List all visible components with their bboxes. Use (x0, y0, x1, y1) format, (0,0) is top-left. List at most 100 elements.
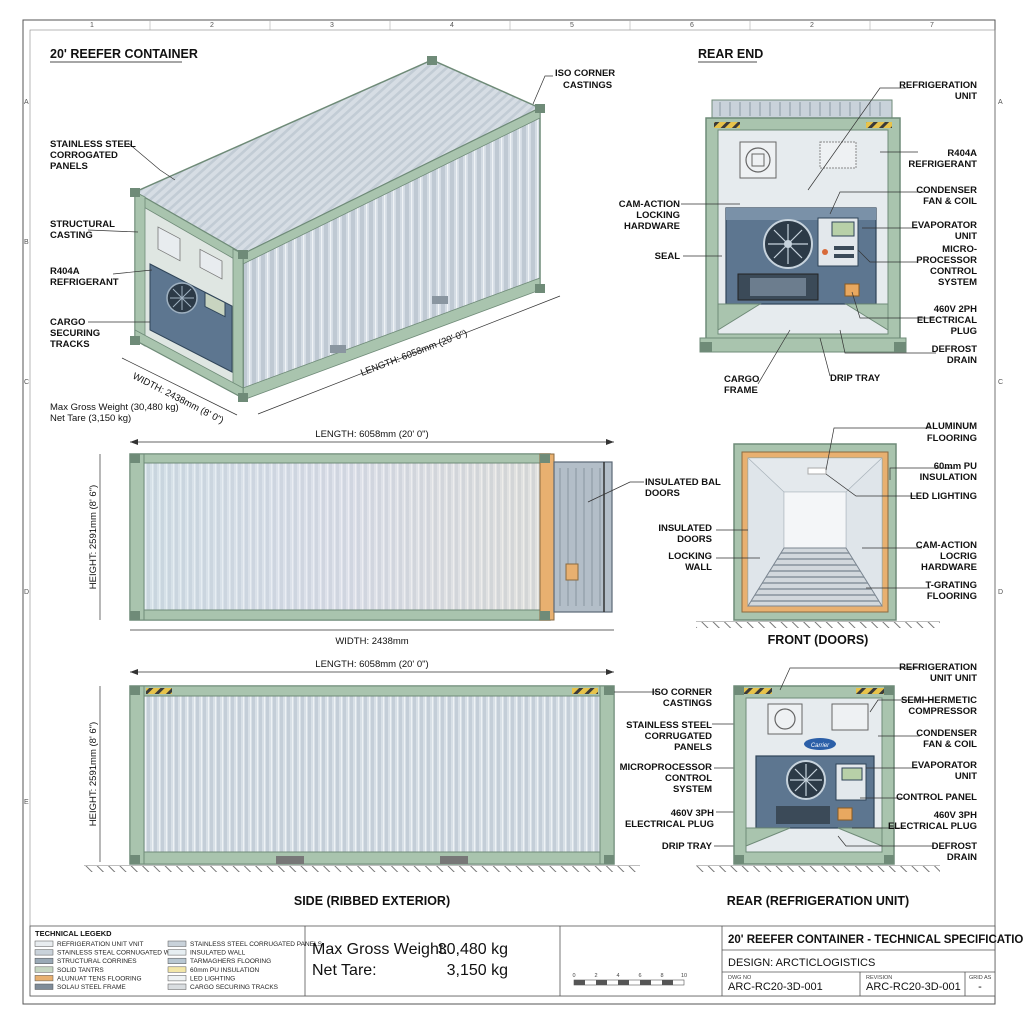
grid-letter: C (24, 379, 29, 386)
svg-text:DRAIN: DRAIN (947, 355, 977, 366)
front-label-locking-wall: LOCKING WALL (668, 551, 712, 573)
revision-label: REVISION (866, 975, 892, 981)
rear-unit-label-refrigeration: REFRIGERATION UNIT UNIT (899, 662, 977, 684)
rear-label-condenser: CONDENSER FAN & COIL (916, 185, 977, 207)
svg-text:INSULATED: INSULATED (658, 523, 712, 534)
svg-text:DEFROST: DEFROST (932, 841, 978, 852)
side-view-title: SIDE (RIBBED EXTERIOR) (294, 894, 450, 908)
svg-text:MICRO-: MICRO- (942, 244, 977, 255)
grid-numbers: 1 2 3 4 5 6 2 7 (90, 22, 934, 29)
rear-label-cargo-frame: CARGO FRAME (724, 374, 759, 396)
grid-letters: A B C D E A C D (24, 99, 1003, 806)
legend-item-label: CARGO SECURING TRACKS (190, 984, 279, 991)
legend-item-label: ALUNUAT TENS FLOORING (57, 975, 142, 982)
side-ribbed-view: LENGTH: 6058mm (20' 0") HEIGHT: 2591mm (… (84, 659, 640, 908)
svg-text:ELECTRICAL PLUG: ELECTRICAL PLUG (888, 821, 977, 832)
svg-text:DOORS: DOORS (645, 488, 680, 499)
svg-text:R404A: R404A (947, 148, 977, 159)
legend-swatch (167, 966, 187, 973)
front-label-led: LED LIGHTING (910, 491, 977, 502)
legend-right-column: STAINLESS STEEL CORRUGATED PANELSINSULAT… (167, 940, 323, 991)
grid-letter: B (24, 239, 29, 246)
svg-text:LOCKING: LOCKING (668, 551, 712, 562)
svg-text:CASTING: CASTING (50, 230, 93, 241)
rear-unit-label-electrical: 460V 3PH ELECTRICAL PLUG (888, 810, 977, 832)
rear-label-evaporator: EVAPORATOR UNIT (912, 220, 978, 242)
tare-weight-value: 3,150 kg (447, 962, 508, 979)
svg-text:ISO CORNER: ISO CORNER (555, 68, 615, 79)
svg-text:LOCKING: LOCKING (636, 210, 680, 221)
iso-label-structural: STRUCTURAL CASTING (50, 219, 115, 241)
legend-item-label: STRUCTURAL CORRINES (57, 958, 137, 965)
svg-text:T-GRATING: T-GRATING (925, 580, 977, 591)
svg-text:PLUG: PLUG (951, 326, 977, 337)
side-label-stainless: STAINLESS STEEL CORRUGATED PANELS (626, 720, 712, 753)
svg-text:FAN & COIL: FAN & COIL (923, 739, 977, 750)
side-length-dim: LENGTH: 6058mm (20' 0") (315, 659, 428, 670)
svg-text:ELECTRICAL: ELECTRICAL (917, 315, 977, 326)
svg-text:CAM-ACTION: CAM-ACTION (916, 540, 977, 551)
svg-text:PROCESSOR: PROCESSOR (916, 255, 977, 266)
grid-letter: A (24, 99, 29, 106)
technical-legend: TECHNICAL LEGEKD REFRIGERATION UNIT VNIT… (34, 929, 323, 991)
svg-text:CONDENSER: CONDENSER (916, 185, 977, 196)
rear-label-refrigeration-unit: REFRIGERATION UNIT (899, 80, 977, 102)
svg-text:STAINLESS STEEL: STAINLESS STEEL (50, 139, 136, 150)
svg-text:WALL: WALL (685, 562, 712, 573)
svg-text:60mm PU: 60mm PU (934, 461, 977, 472)
svg-text:FLOORING: FLOORING (927, 433, 977, 444)
svg-text:SYSTEM: SYSTEM (673, 784, 712, 795)
rear-unit-label-compressor: SEMI-HERMETIC COMPRESSOR (901, 695, 977, 717)
grid-letter: D (998, 589, 1003, 596)
scale-tick-label: 8 (660, 973, 663, 979)
side-label-microprocessor: MICROPROCESSOR CONTROL SYSTEM (620, 762, 713, 795)
grid-number: 6 (690, 22, 694, 29)
grid-letter: D (24, 589, 29, 596)
svg-text:ISO CORNER: ISO CORNER (652, 687, 712, 698)
iso-label-r404a: R404A REFRIGERANT (50, 266, 119, 288)
gross-weight-label: Max Gross Weight: (312, 941, 448, 958)
svg-text:CORRUGATED: CORRUGATED (645, 731, 713, 742)
dwg-no-label: DWG NO (728, 975, 752, 981)
rear-label-cam-action: CAM-ACTION LOCKING HARDWARE (619, 199, 680, 232)
legend-swatch (34, 940, 54, 947)
front-label-aluminum: ALUMINUM FLOORING (925, 421, 977, 444)
gross-weight-value: 30,480 kg (438, 941, 508, 958)
svg-text:INSULATION: INSULATION (920, 472, 977, 483)
brand-badge (804, 738, 836, 750)
svg-text:EVAPORATOR: EVAPORATOR (912, 760, 978, 771)
side-door-height-dim: HEIGHT: 2591mm (8' 6") (88, 485, 99, 589)
side-door-panel (553, 461, 613, 613)
svg-text:HARDWARE: HARDWARE (921, 562, 977, 573)
svg-text:PANELS: PANELS (50, 161, 88, 172)
led-light-icon (807, 467, 827, 475)
side-door-length-dim: LENGTH: 6058mm (20' 0") (315, 429, 428, 440)
dwg-no-value: ARC-RC20-3D-001 (728, 981, 823, 993)
svg-text:EVAPORATOR: EVAPORATOR (912, 220, 978, 231)
svg-text:Max Gross Weight (30,480 kg): Max Gross Weight (30,480 kg) (50, 402, 179, 413)
rear-unit-label-evaporator: EVAPORATOR UNIT (912, 760, 978, 782)
legend-item-label: LED LIGHTING (190, 975, 235, 982)
scale-tick-label: 4 (616, 973, 619, 979)
rear-unit-view-title: REAR (REFRIGERATION UNIT) (727, 894, 909, 908)
rear-label-electrical: 460V 2PH ELECTRICAL PLUG (917, 304, 977, 337)
svg-text:DEFROST: DEFROST (932, 344, 978, 355)
legend-swatch (34, 983, 54, 990)
legend-swatch (167, 975, 187, 982)
svg-text:STAINLESS STEEL: STAINLESS STEEL (626, 720, 712, 731)
svg-text:SYSTEM: SYSTEM (938, 277, 977, 288)
svg-text:STRUCTURAL: STRUCTURAL (50, 219, 115, 230)
grid-letter: A (998, 99, 1003, 106)
iso-view-title: 20' REEFER CONTAINER (50, 47, 198, 61)
legend-swatch (34, 975, 54, 982)
svg-text:SECURING: SECURING (50, 328, 100, 339)
rear-unit-label-condenser: CONDENSER FAN & COIL (916, 728, 977, 750)
grid-number: 1 (90, 22, 94, 29)
side-door-label-insulated: INSULATED BAL DOORS (645, 477, 721, 499)
svg-text:CONDENSER: CONDENSER (916, 728, 977, 739)
rear-label-drip-tray: DRIP TRAY (830, 373, 881, 384)
svg-text:LOCRIG: LOCRIG (940, 551, 977, 562)
